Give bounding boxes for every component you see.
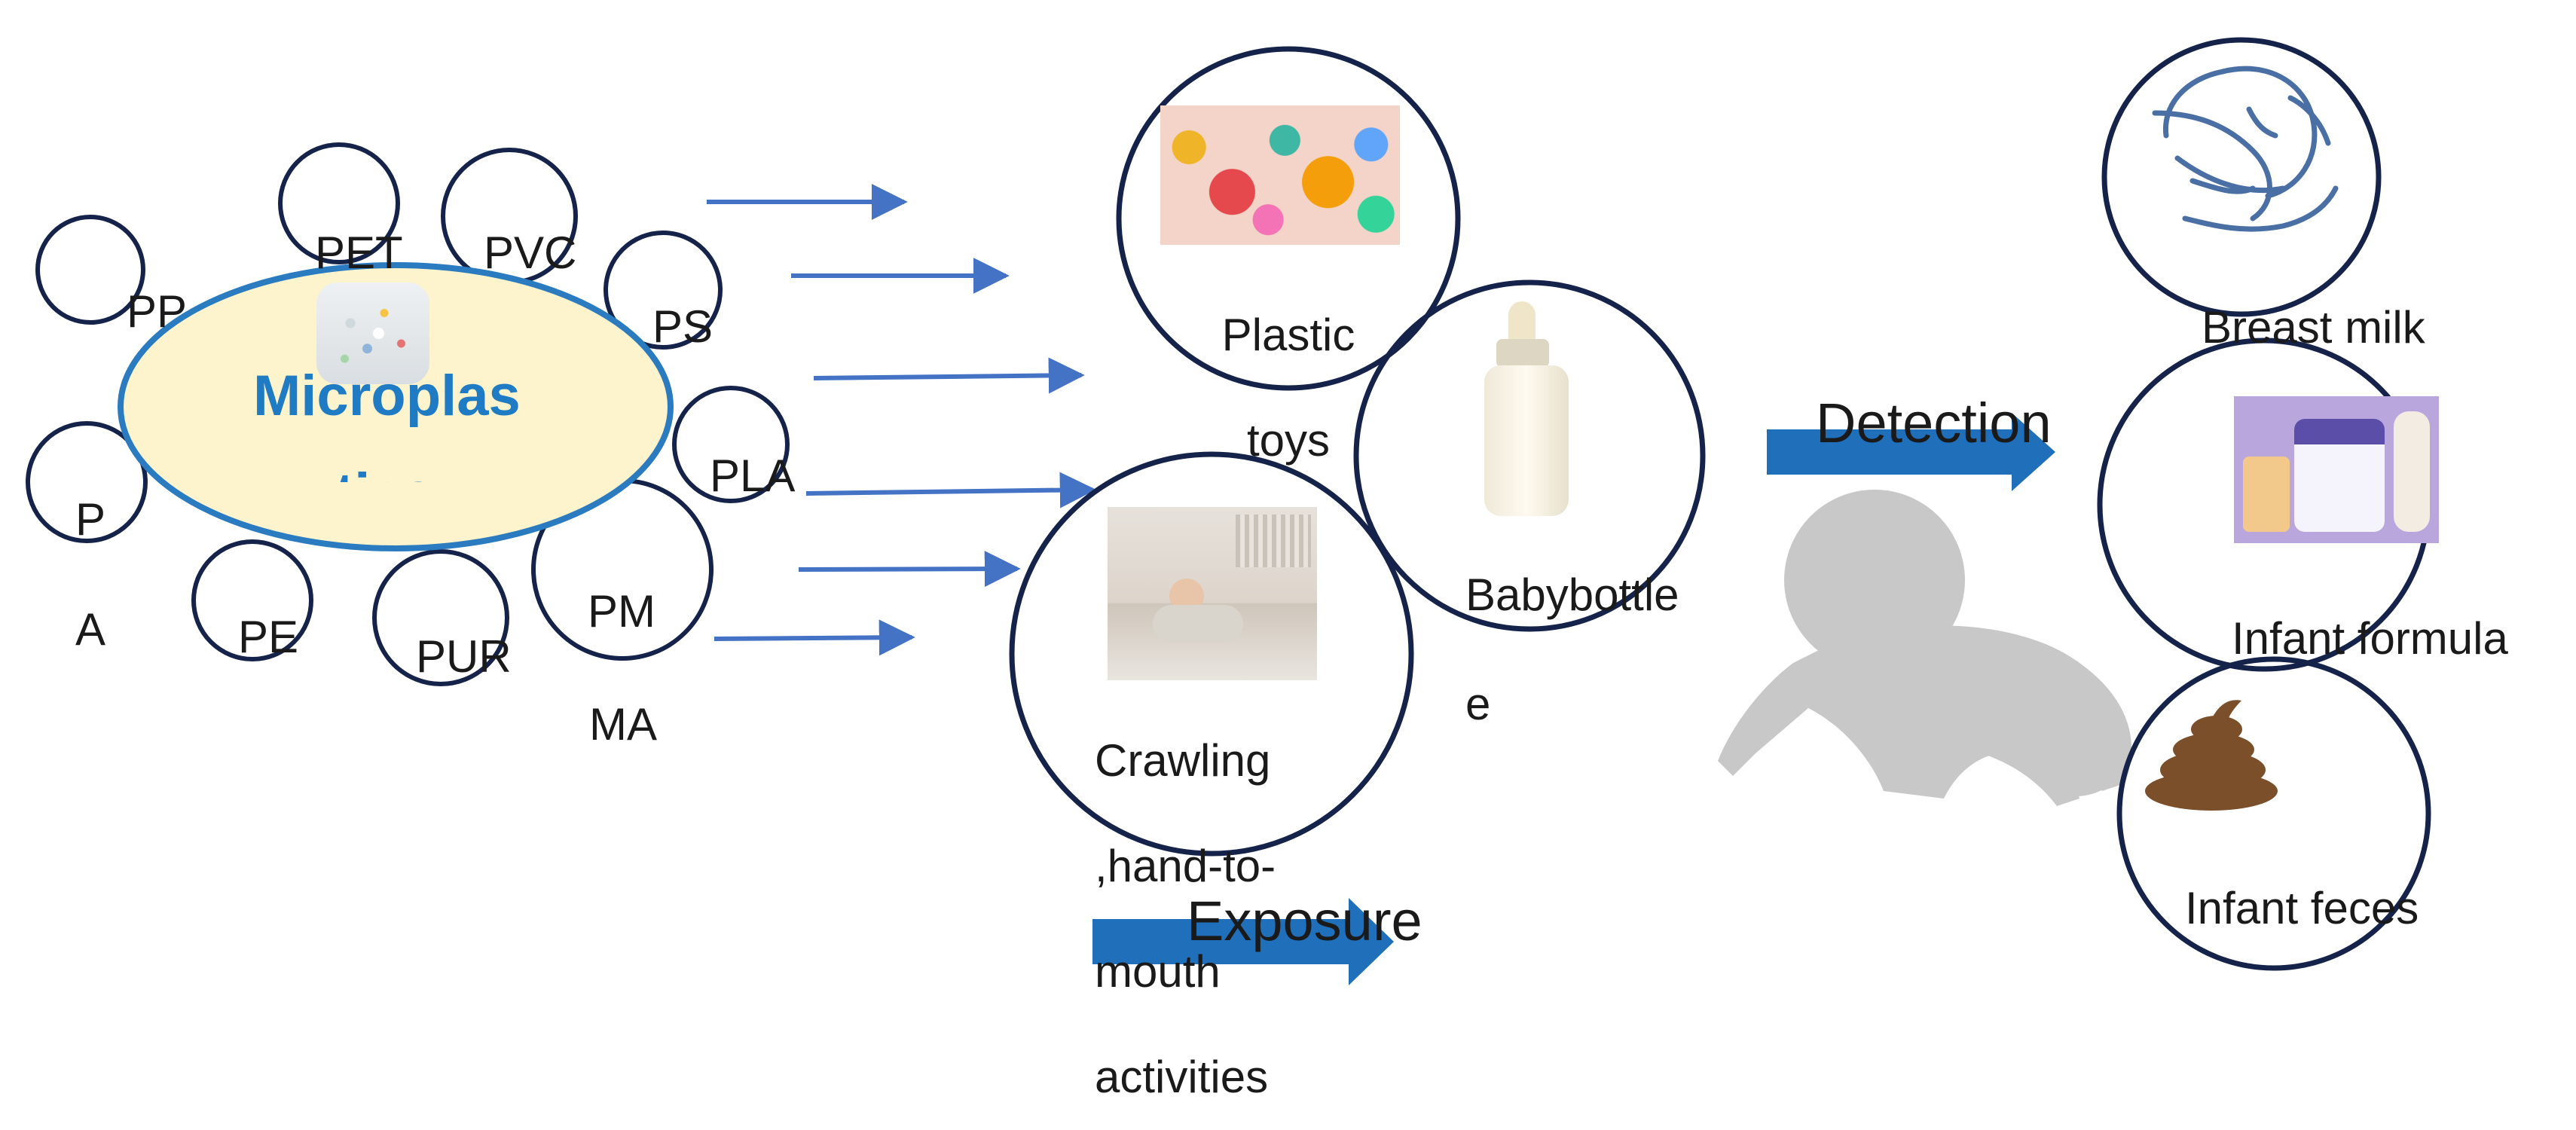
sample-label-infant-formula: Infant formula (2232, 613, 2508, 664)
polymer-circle-pp (35, 215, 145, 325)
microplastics-title: Microplas (253, 364, 521, 428)
circle-plastic-toys (1116, 46, 1461, 391)
baby-bottle-photo (1477, 301, 1578, 520)
crawling-baby-photo (1108, 507, 1317, 680)
microplastics-ellipse (118, 262, 674, 551)
sample-label-breast-milk: Breast milk (2202, 302, 2425, 353)
plastic-toys-photo (1160, 105, 1400, 245)
circle-breast-milk (2101, 37, 2382, 317)
polymer-label-pa-line2: A (75, 604, 106, 655)
microplastics-title-overflow: tics (335, 466, 434, 482)
circle-baby-bottle (1353, 279, 1706, 632)
infant-formula-photo (2234, 396, 2439, 543)
crawling-baby-silhouette (1718, 490, 2132, 806)
detection-label: Detection (1816, 392, 2052, 454)
polymer-label-pet: PET (315, 228, 403, 278)
polymer-label-ps: PS (652, 301, 714, 352)
polymer-label-pe: PE (238, 612, 299, 662)
source-label-baby-bottle-overflow: e (1465, 679, 1491, 729)
polymer-circle-pa (26, 421, 148, 543)
feces-icon (2145, 700, 2278, 811)
arrow-3 (813, 357, 1085, 394)
breastfeeding-sketch-icon (2152, 66, 2339, 232)
sample-label-infant-feces: Infant feces (2185, 883, 2419, 933)
polymer-circle-pur (372, 549, 509, 686)
source-label-plastic-toys: Plastic toys (1221, 310, 1355, 466)
arrow-5 (798, 551, 1021, 588)
arrow-4 (805, 472, 1096, 508)
circle-crawling (1009, 451, 1414, 857)
source-label-baby-bottle: Babybottle (1465, 570, 1679, 620)
circle-infant-feces (2116, 656, 2431, 971)
polymer-label-pvc: PVC (484, 228, 577, 278)
source-label-crawling: Crawling ,hand-to-mouth activities (1095, 735, 1276, 1102)
polymer-circle-ps (604, 231, 723, 350)
polymer-label-pur: PUR (416, 631, 512, 682)
exposure-arrow (1092, 898, 1394, 985)
polymer-circle-pet (278, 142, 400, 264)
polymer-label-pp: PP (127, 286, 188, 337)
detection-arrow (1767, 413, 2055, 491)
microplastic-pellets-icon (316, 282, 429, 384)
polymer-label-pa-line1: P (75, 494, 106, 545)
polymer-label-pmma-line2: MA (589, 699, 657, 750)
exposure-label: Exposure (1187, 890, 1422, 952)
polymer-circle-pla (672, 386, 790, 503)
arrow-6 (714, 619, 915, 656)
polymer-label-pmma-line1: PM (588, 586, 655, 637)
polymer-label-pla: PLA (710, 450, 796, 501)
polymer-circle-pe (191, 539, 313, 661)
